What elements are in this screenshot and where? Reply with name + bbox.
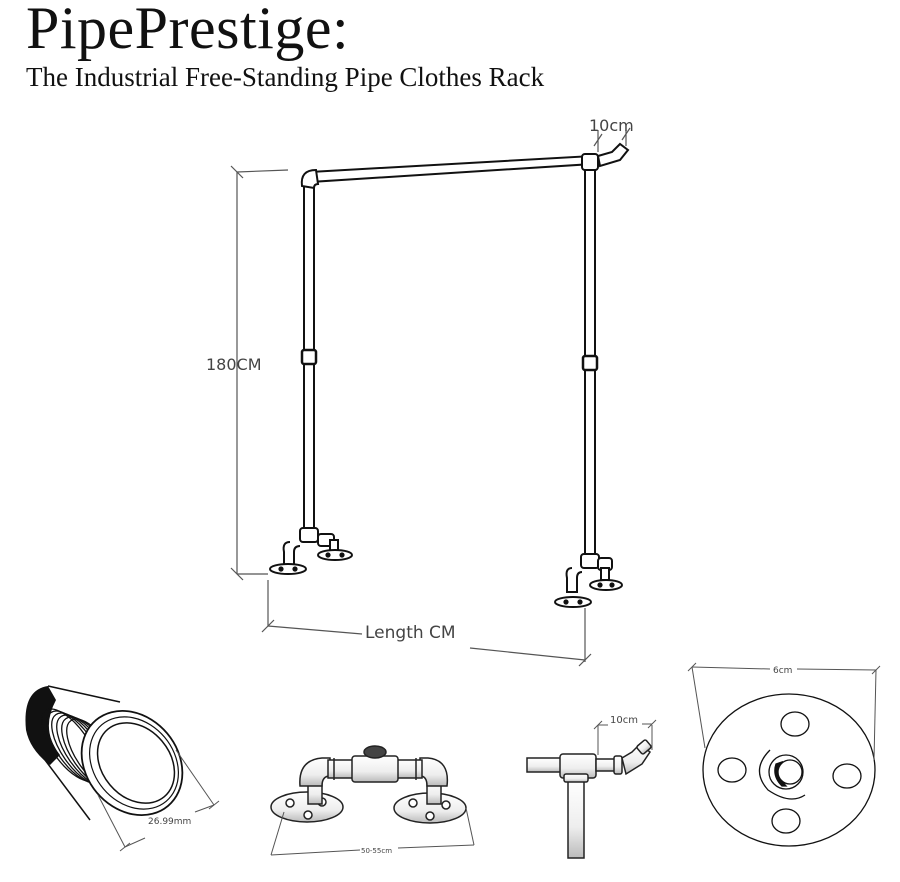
offset-label: 10cm bbox=[589, 116, 634, 135]
end-elbow-offset-label: 10cm bbox=[610, 715, 638, 726]
rack-main bbox=[269, 142, 630, 608]
right-foot bbox=[554, 553, 623, 608]
height-label: 180CM bbox=[206, 355, 262, 374]
pipe-diameter-label: 26.99mm bbox=[148, 817, 191, 827]
base-foot-width-label: 50-55cm bbox=[361, 847, 392, 855]
detail-pipe-thread: 26.99mm bbox=[24, 685, 220, 852]
page-title: PipePrestige: bbox=[26, 0, 350, 61]
offset-dimension bbox=[593, 127, 631, 152]
detail-floor-flange bbox=[702, 693, 876, 847]
length-label: Length CM bbox=[365, 623, 456, 643]
height-dimension bbox=[230, 165, 289, 581]
flange-diameter-label: 6cm bbox=[773, 666, 792, 676]
length-dimension bbox=[261, 580, 592, 667]
end-elbow-dimension bbox=[593, 719, 657, 755]
base-foot-dimension bbox=[270, 807, 475, 856]
page-subtitle: The Industrial Free-Standing Pipe Clothe… bbox=[26, 62, 545, 92]
detail-end-elbow bbox=[526, 739, 652, 859]
left-foot bbox=[269, 527, 353, 575]
flange-dimension bbox=[687, 662, 881, 761]
detail-base-foot bbox=[270, 745, 467, 824]
